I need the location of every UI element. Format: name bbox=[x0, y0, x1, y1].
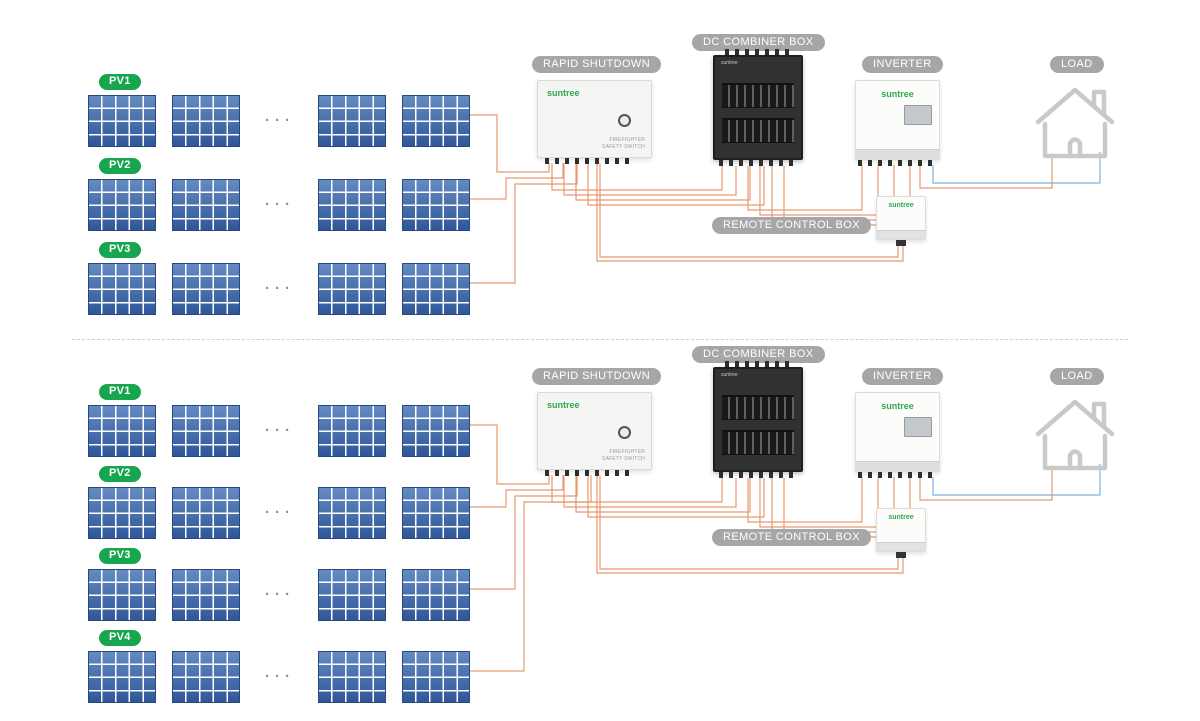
ellipsis-dots: ··· bbox=[265, 422, 295, 439]
terminal-strip bbox=[858, 160, 934, 166]
terminal-strip bbox=[719, 472, 797, 478]
breaker-row bbox=[722, 430, 794, 455]
solar-panel bbox=[402, 95, 470, 147]
inverter-screen bbox=[904, 417, 932, 437]
terminal-nub bbox=[896, 240, 906, 246]
rapid-shutdown-subtext: FIREFIGHTER SAFETY SWITCH bbox=[601, 137, 645, 150]
remote-control-box: suntree bbox=[876, 508, 926, 552]
dc-combiner-label: DC COMBINER BOX bbox=[692, 346, 825, 363]
dc-combiner-box: suntree bbox=[713, 367, 803, 472]
remote-base bbox=[877, 230, 925, 239]
solar-panel bbox=[318, 651, 386, 703]
solar-panel bbox=[172, 95, 240, 147]
terminal-strip bbox=[725, 361, 791, 367]
solar-panel bbox=[402, 569, 470, 621]
suntree-logo: suntree bbox=[881, 89, 914, 99]
switch-knob-icon bbox=[618, 426, 631, 439]
inverter-base bbox=[856, 149, 939, 159]
terminal-strip bbox=[858, 472, 934, 478]
switch-knob-icon bbox=[618, 114, 631, 127]
solar-panel bbox=[318, 95, 386, 147]
solar-panel bbox=[88, 569, 156, 621]
solar-panel bbox=[172, 405, 240, 457]
inverter-box: suntree bbox=[855, 392, 940, 472]
suntree-logo: suntree bbox=[888, 514, 914, 521]
pv-string-label: PV3 bbox=[99, 242, 141, 258]
suntree-logo: suntree bbox=[721, 60, 738, 66]
terminal-strip bbox=[545, 158, 631, 164]
section-divider bbox=[72, 339, 1128, 340]
inverter-label: INVERTER bbox=[862, 56, 943, 73]
suntree-logo: suntree bbox=[547, 400, 580, 410]
ellipsis-dots: ··· bbox=[265, 668, 295, 685]
solar-panel bbox=[88, 487, 156, 539]
suntree-logo: suntree bbox=[881, 401, 914, 411]
pv-string-label: PV1 bbox=[99, 74, 141, 90]
pv-string-label: PV2 bbox=[99, 466, 141, 482]
load-label: LOAD bbox=[1050, 368, 1104, 385]
suntree-logo: suntree bbox=[721, 372, 738, 378]
solar-panel bbox=[318, 405, 386, 457]
remote-control-box: suntree bbox=[876, 196, 926, 240]
pv-string-label: PV4 bbox=[99, 630, 141, 646]
rapid-shutdown-label: RAPID SHUTDOWN bbox=[532, 368, 662, 385]
terminal-strip bbox=[719, 160, 797, 166]
solar-panel bbox=[172, 651, 240, 703]
breaker-row bbox=[722, 83, 794, 108]
ellipsis-dots: ··· bbox=[265, 280, 295, 297]
rapid-shutdown-label: RAPID SHUTDOWN bbox=[532, 56, 662, 73]
rapid-shutdown-box: suntree FIREFIGHTER SAFETY SWITCH bbox=[537, 80, 652, 158]
solar-panel bbox=[172, 179, 240, 231]
solar-panel bbox=[88, 263, 156, 315]
solar-panel bbox=[402, 487, 470, 539]
pv-string-label: PV1 bbox=[99, 384, 141, 400]
solar-panel bbox=[402, 179, 470, 231]
terminal-strip bbox=[725, 49, 791, 55]
pv-string-label: PV2 bbox=[99, 158, 141, 174]
rapid-shutdown-box: suntree FIREFIGHTER SAFETY SWITCH bbox=[537, 392, 652, 470]
solar-panel bbox=[172, 569, 240, 621]
solar-panel bbox=[318, 487, 386, 539]
solar-panel bbox=[318, 263, 386, 315]
remote-base bbox=[877, 542, 925, 551]
ellipsis-dots: ··· bbox=[265, 112, 295, 129]
load-label: LOAD bbox=[1050, 56, 1104, 73]
solar-panel bbox=[318, 569, 386, 621]
house-icon bbox=[1035, 399, 1115, 471]
solar-panel bbox=[172, 263, 240, 315]
pv-string-label: PV3 bbox=[99, 548, 141, 564]
solar-panel bbox=[402, 405, 470, 457]
system-diagram-3-string: RAPID SHUTDOWN suntree FIREFIGHTER SAFET… bbox=[0, 0, 1200, 340]
house-icon bbox=[1035, 87, 1115, 159]
system-diagram-4-string: RAPID SHUTDOWN suntree FIREFIGHTER SAFET… bbox=[0, 312, 1200, 721]
solar-panel bbox=[88, 179, 156, 231]
solar-panel bbox=[88, 651, 156, 703]
solar-panel bbox=[402, 263, 470, 315]
solar-panel bbox=[172, 487, 240, 539]
solar-panel bbox=[402, 651, 470, 703]
breaker-row bbox=[722, 395, 794, 420]
ellipsis-dots: ··· bbox=[265, 196, 295, 213]
suntree-logo: suntree bbox=[547, 88, 580, 98]
dc-combiner-box: suntree bbox=[713, 55, 803, 160]
dc-combiner-label: DC COMBINER BOX bbox=[692, 34, 825, 51]
solar-panel bbox=[318, 179, 386, 231]
inverter-box: suntree bbox=[855, 80, 940, 160]
terminal-strip bbox=[545, 470, 631, 476]
terminal-nub bbox=[896, 552, 906, 558]
rapid-shutdown-subtext: FIREFIGHTER SAFETY SWITCH bbox=[601, 449, 645, 462]
remote-control-label: REMOTE CONTROL BOX bbox=[712, 529, 871, 546]
ellipsis-dots: ··· bbox=[265, 504, 295, 521]
solar-panel bbox=[88, 95, 156, 147]
suntree-logo: suntree bbox=[888, 202, 914, 209]
ellipsis-dots: ··· bbox=[265, 586, 295, 603]
inverter-base bbox=[856, 461, 939, 471]
breaker-row bbox=[722, 118, 794, 143]
remote-control-label: REMOTE CONTROL BOX bbox=[712, 217, 871, 234]
solar-panel bbox=[88, 405, 156, 457]
inverter-screen bbox=[904, 105, 932, 125]
inverter-label: INVERTER bbox=[862, 368, 943, 385]
